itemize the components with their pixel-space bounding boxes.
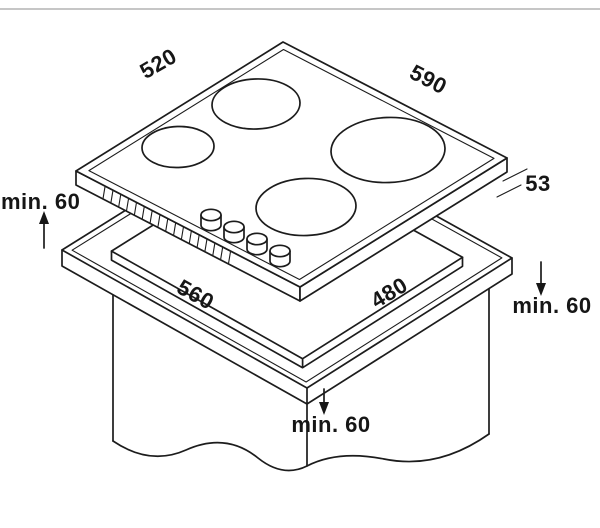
hob-group bbox=[75, 41, 508, 302]
clearance-label-left: min. 60 bbox=[1, 189, 80, 214]
control-knob-2 bbox=[223, 220, 245, 244]
control-knob-3 bbox=[246, 232, 268, 256]
clearance-arrow-right-down bbox=[536, 261, 546, 296]
clearance-label-right: min. 60 bbox=[512, 293, 591, 318]
burner-back-center bbox=[211, 78, 301, 130]
control-knob-1 bbox=[200, 208, 222, 232]
clearance-label-front: min. 60 bbox=[291, 412, 370, 437]
cabinet-side-edges bbox=[112, 288, 490, 467]
vent-serrations bbox=[102, 185, 232, 264]
cutout-depth-lines bbox=[110, 250, 464, 369]
burner-back-left bbox=[141, 125, 215, 169]
dim-label-hob-height: 53 bbox=[525, 171, 550, 196]
clearance-arrow-front-down bbox=[319, 388, 329, 415]
dim-label-hob-width: 590 bbox=[406, 59, 451, 99]
dim-label-hob-depth: 520 bbox=[135, 43, 181, 84]
clearance-arrow-left-up bbox=[39, 211, 49, 249]
cabinet-break-line bbox=[112, 433, 490, 472]
dim-ticks-hob-height bbox=[496, 168, 528, 198]
burner-front-center bbox=[255, 177, 357, 237]
control-knob-4 bbox=[269, 244, 291, 268]
burner-right bbox=[330, 116, 446, 184]
hob-top-inner-edge bbox=[88, 48, 495, 281]
hob-top-surface bbox=[75, 41, 508, 288]
